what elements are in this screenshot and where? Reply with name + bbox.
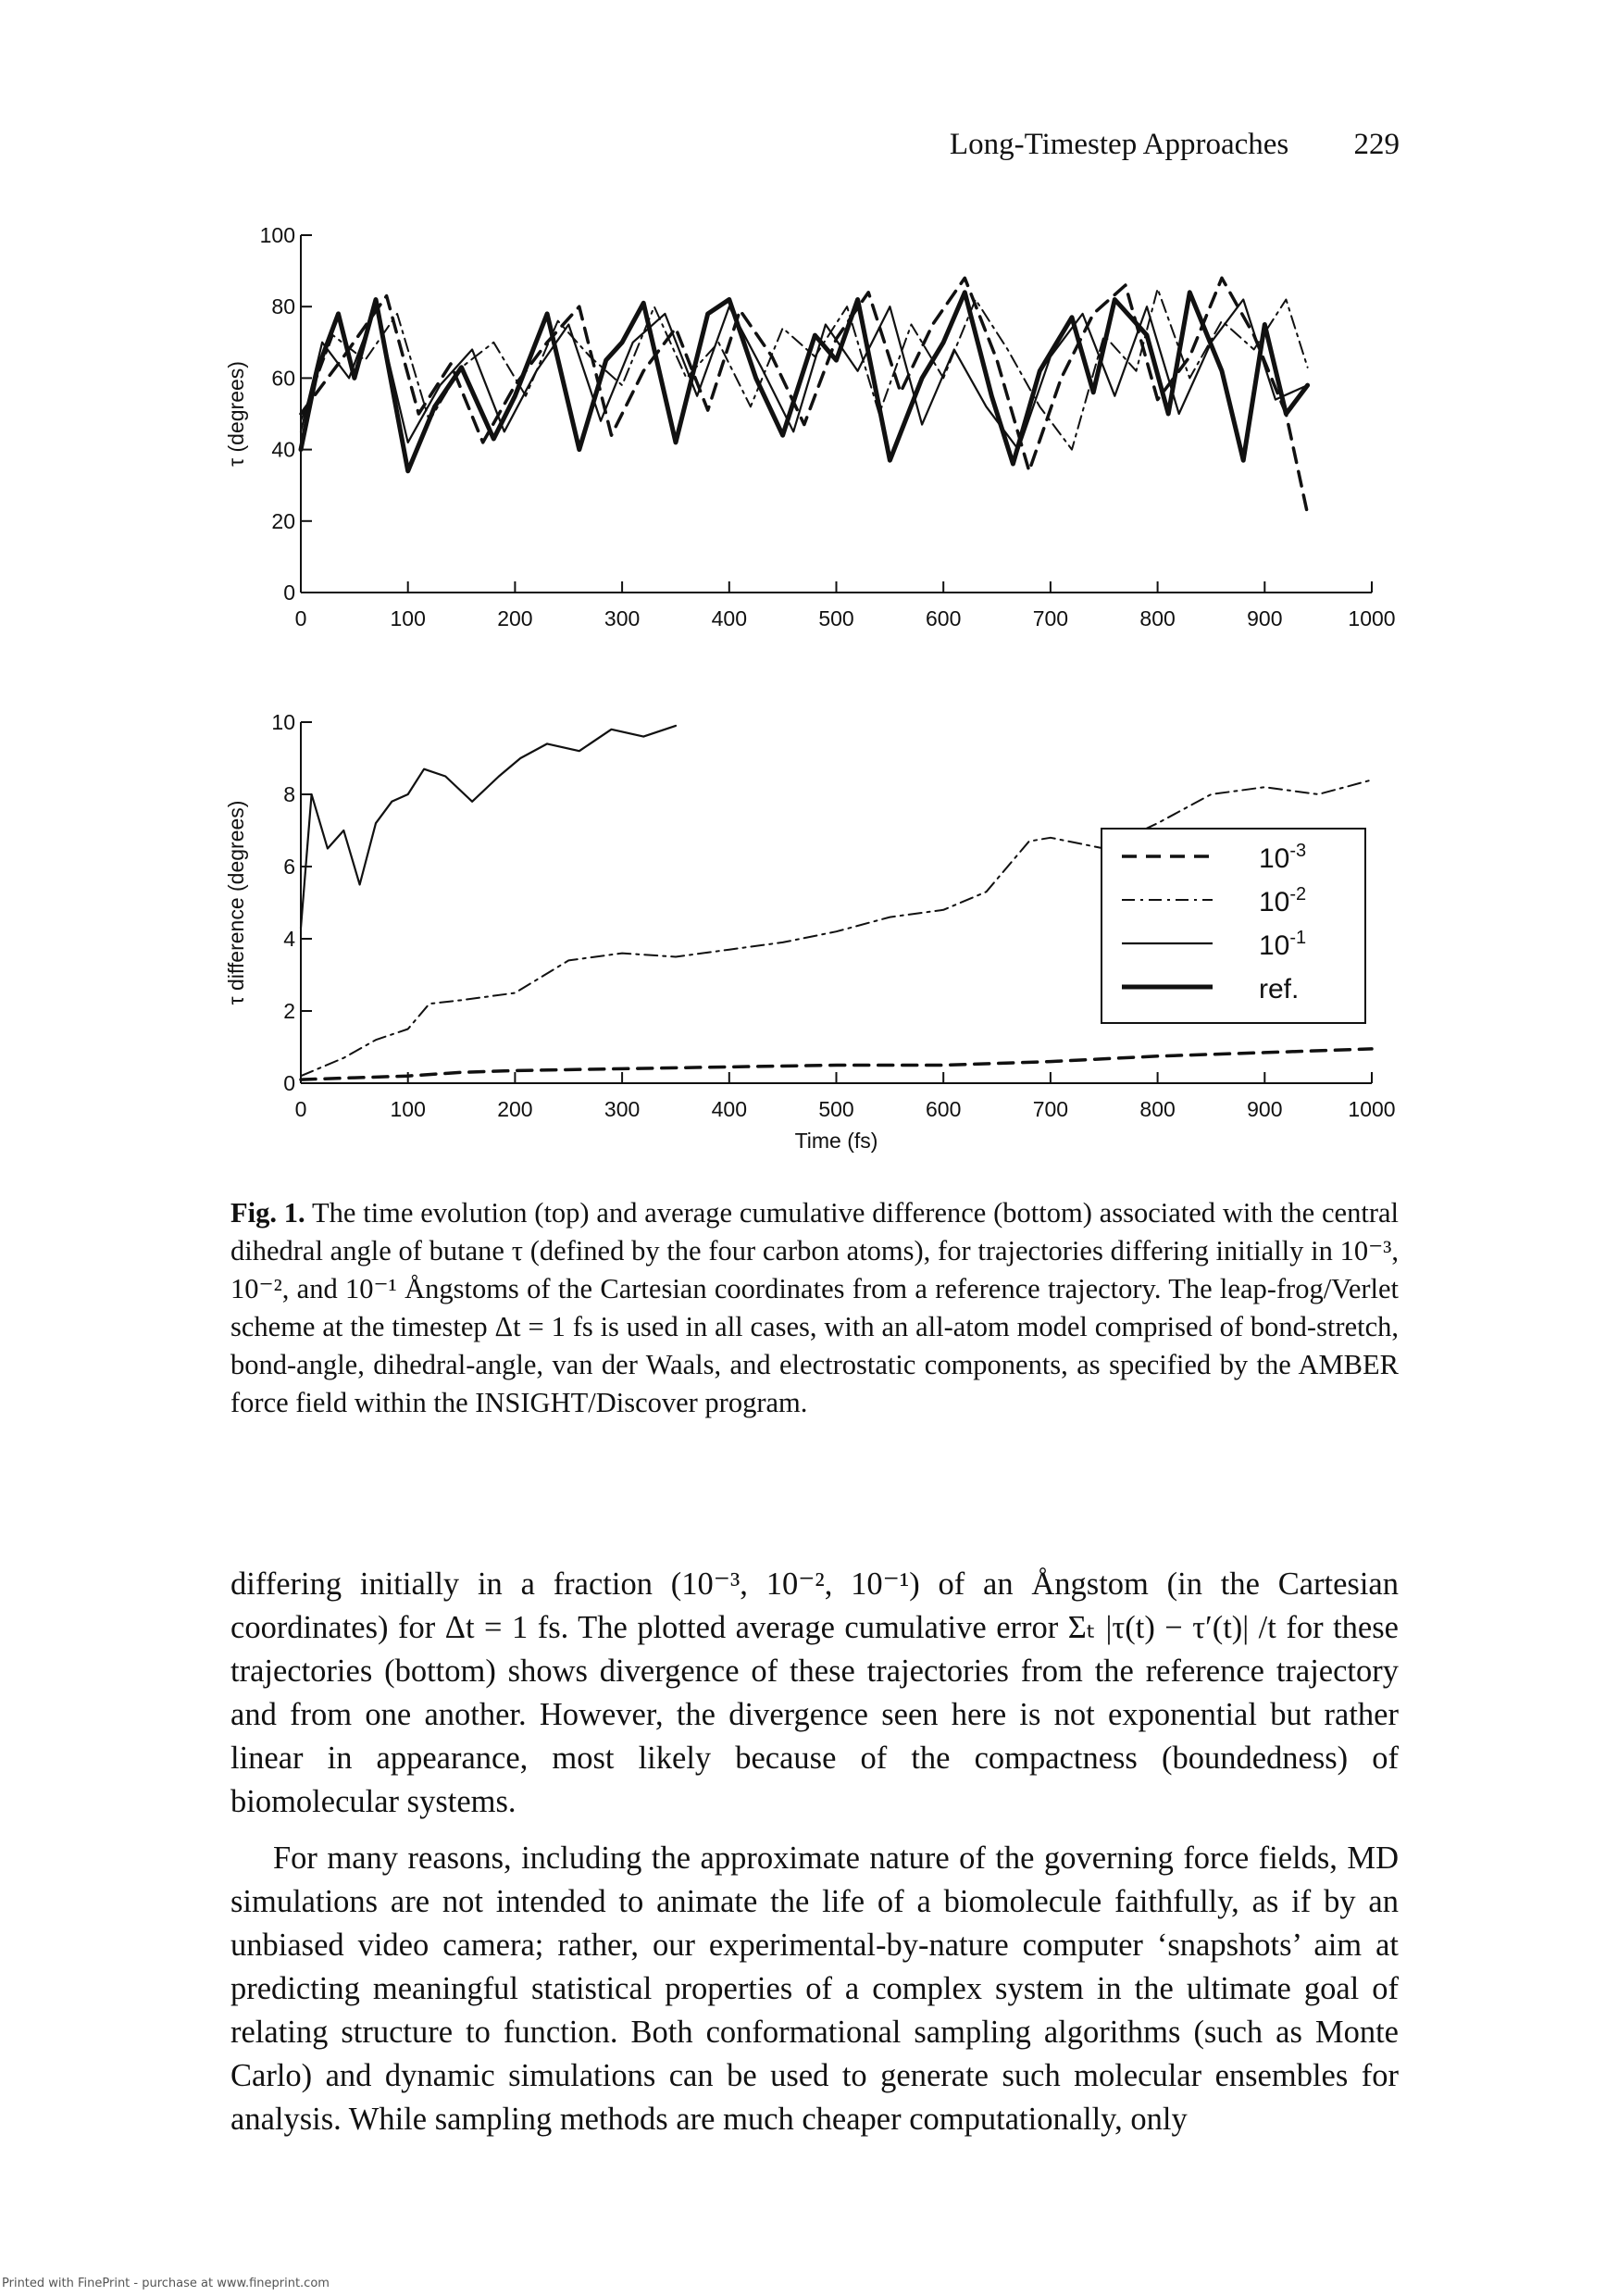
body-paragraph: For many reasons, including the approxim… (230, 1841, 1399, 2137)
x-tick-label: 0 (295, 1097, 307, 1121)
series-line-103 (299, 276, 1310, 516)
x-tick-label: 200 (497, 1097, 532, 1121)
y-tick-label: 100 (260, 223, 295, 247)
x-tick-label: 700 (1033, 606, 1068, 630)
bottom-chart: 0 100 200 300 400 500 600 700 800 900 1000 0 2 4 6 8 10 τ… (224, 710, 1396, 1153)
x-tick-label: 800 (1139, 1097, 1175, 1121)
x-tick-label: 1000 (1348, 1097, 1395, 1121)
top-chart: 0 100 200 300 400 500 600 700 800 900 1000 0 20 40 60 8… (224, 223, 1396, 630)
x-tick-label: 900 (1247, 1097, 1282, 1121)
x-tick-label: 500 (818, 606, 853, 630)
x-tick-label: 900 (1247, 606, 1282, 630)
x-tick-label: 600 (926, 1097, 961, 1121)
series-line-ref (298, 290, 1311, 474)
y-tick-label: 20 (271, 509, 295, 533)
x-axis-label: Time (fs) (795, 1129, 878, 1153)
y-tick-label: 2 (283, 999, 295, 1023)
x-tick-label: 400 (712, 1097, 747, 1121)
legend-label: ref. (1259, 974, 1299, 1004)
page-number: 229 (1353, 128, 1400, 161)
x-tick-label: 200 (497, 606, 532, 630)
x-tick-label: 600 (926, 606, 961, 630)
footer-note: Printed with FinePrint - purchase at www… (2, 2277, 330, 2290)
y-tick-label: 60 (271, 366, 295, 390)
y-tick-label: 40 (271, 438, 295, 462)
y-axis-label: τ (degrees) (224, 361, 248, 467)
y-axis-label: τ difference (degrees) (224, 801, 248, 1005)
y-tick-label: 8 (283, 782, 295, 806)
x-tick-label: 800 (1139, 606, 1175, 630)
legend-box (1101, 828, 1366, 1024)
y-tick-label: 0 (283, 1071, 295, 1095)
y-tick-label: 10 (271, 710, 295, 734)
x-tick-label: 300 (604, 606, 640, 630)
x-tick-label: 300 (604, 1097, 640, 1121)
x-tick-label: 700 (1033, 1097, 1068, 1121)
running-title: Long-Timestep Approaches (949, 128, 1289, 161)
series-line-102 (300, 287, 1309, 451)
caption-text: The time evolution (top) and average cum… (230, 1197, 1399, 1418)
y-tick-label: 4 (283, 927, 295, 951)
x-tick-label: 100 (391, 606, 426, 630)
series-line-101 (299, 724, 678, 930)
caption-label: Fig. 1. (230, 1197, 305, 1229)
figure-caption: Fig. 1. The time evolution (top) and ave… (230, 1194, 1399, 1422)
body-paragraph: differing initially in a fraction (10⁻³,… (230, 1566, 1399, 1819)
x-tick-label: 400 (712, 606, 747, 630)
y-tick-label: 80 (271, 294, 295, 318)
y-tick-label: 6 (283, 855, 295, 879)
x-tick-label: 100 (391, 1097, 426, 1121)
y-tick-label: 0 (283, 580, 295, 605)
body-text: differing initially in a fraction (10⁻³,… (230, 1563, 1399, 2141)
series-line-102 (300, 779, 1373, 1078)
x-tick-label: 1000 (1348, 606, 1395, 630)
x-tick-label: 0 (295, 606, 307, 630)
series-line-103 (299, 1047, 1374, 1081)
running-head: Long-Timestep Approaches 229 (0, 128, 1400, 162)
x-tick-label: 500 (818, 1097, 853, 1121)
series-line-101 (299, 298, 1309, 451)
